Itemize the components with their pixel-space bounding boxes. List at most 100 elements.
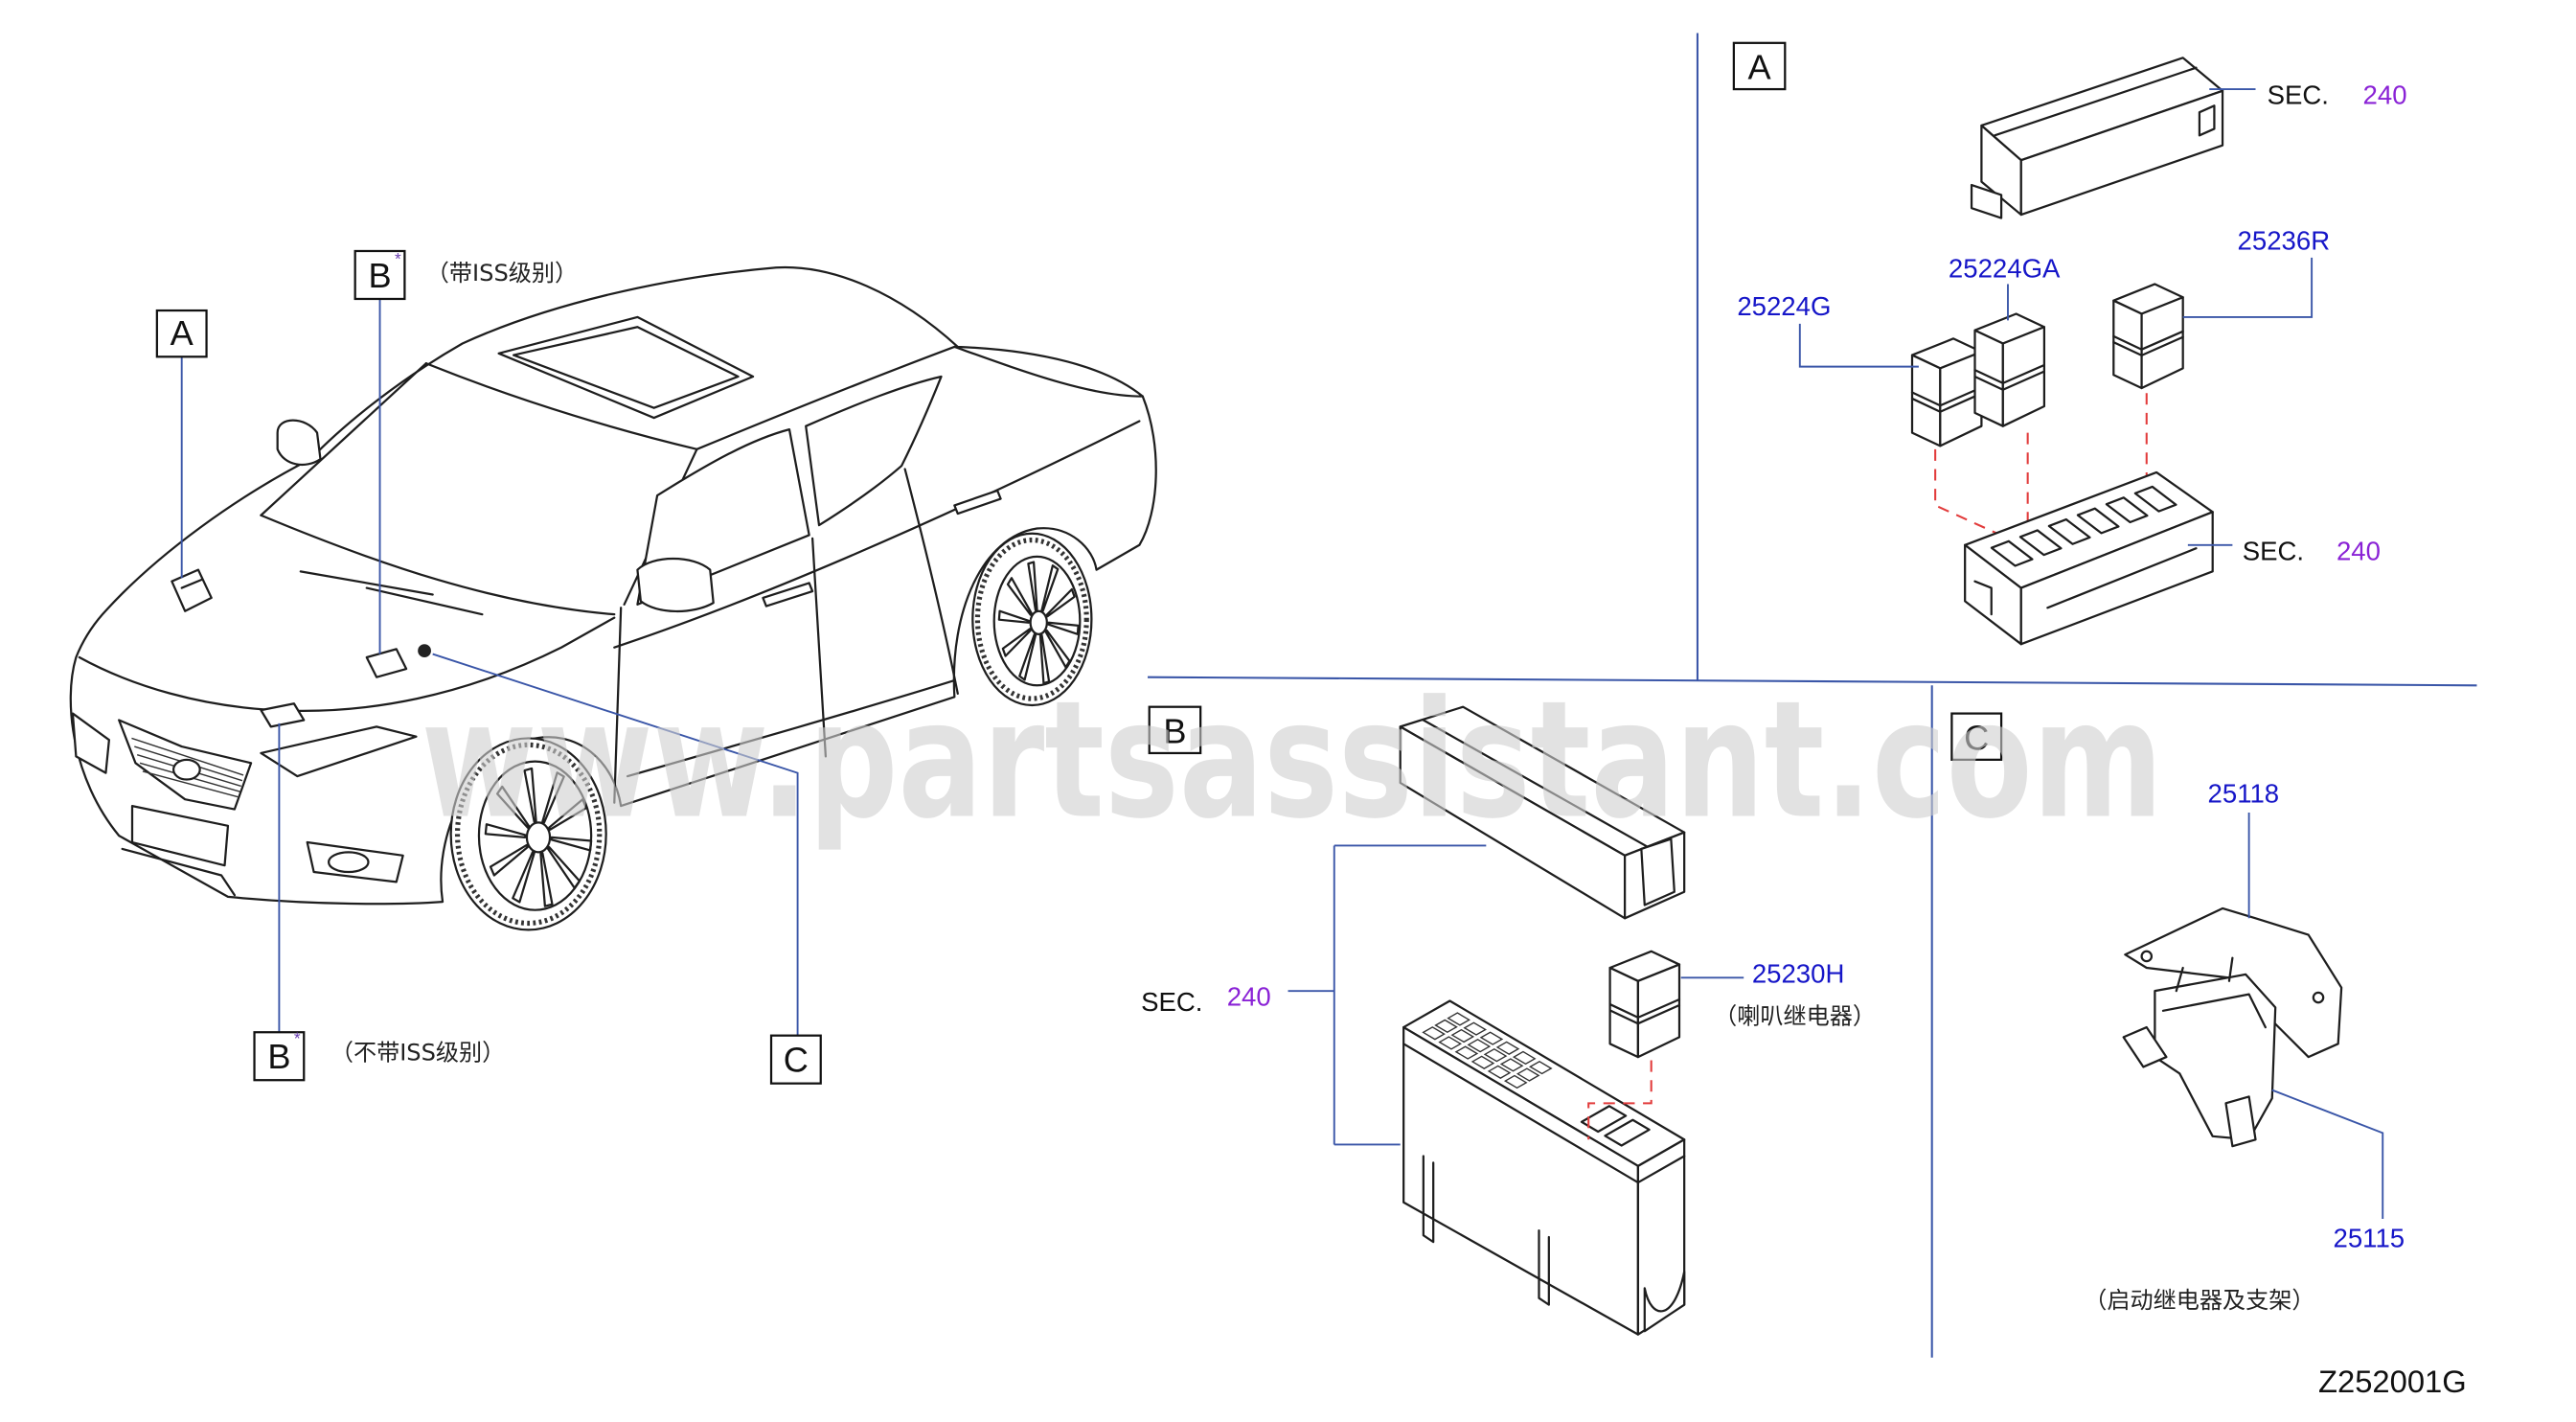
- cover-ridge: [1994, 66, 2198, 137]
- part-25224g: 25224G: [1737, 291, 1831, 321]
- horn-relay: [1608, 950, 1681, 1059]
- front-wheel-spoke: [512, 851, 536, 904]
- c-pillar-line: [953, 345, 1144, 398]
- bracket-hole-2: [2312, 991, 2325, 1004]
- front-wheel-spoke: [489, 843, 529, 877]
- rear-wheel-spoke: [997, 609, 1031, 624]
- relay-slot: [2047, 517, 2091, 545]
- cover-side-face: [2019, 89, 2224, 217]
- rear-door-edge: [903, 468, 959, 696]
- base-relay-slots: [1990, 485, 2177, 567]
- relay-slot: [2105, 496, 2149, 524]
- base-front-slot-2: [1538, 1228, 1550, 1306]
- part-25230h: 25230H: [1752, 959, 1845, 989]
- relay-body-seam: [2161, 993, 2267, 1029]
- rear-hub: [1029, 609, 1048, 635]
- fuse-box-cover: [1399, 705, 1686, 920]
- connector-cell: [1438, 1036, 1462, 1050]
- sunroof: [497, 315, 755, 420]
- windshield-left-pillar: [260, 362, 427, 516]
- diagram-code: Z252001G: [2318, 1364, 2467, 1399]
- license-plate: [130, 804, 230, 867]
- rear-door-window: [805, 375, 943, 527]
- connector-cell: [1495, 1041, 1520, 1055]
- front-wheel-spoke: [546, 845, 581, 889]
- watermark: www.partsassistant.com: [422, 665, 2163, 854]
- rear-tire-tread: [974, 538, 1089, 701]
- connector-cell: [1479, 1031, 1504, 1045]
- connector-cell: [1463, 1021, 1488, 1036]
- front-door-handle: [762, 582, 814, 608]
- rear-wheel-spoke: [1006, 577, 1033, 616]
- relay-25230h: [1608, 950, 1681, 1059]
- left-headlight: [71, 712, 110, 774]
- relay-25224ga-band-2: [1973, 370, 2046, 391]
- fuse-socket: [1580, 1105, 1628, 1134]
- callout-c-leader: [432, 653, 799, 1036]
- relay-left-stud: [2122, 1025, 2168, 1068]
- front-wheel: [449, 737, 607, 931]
- front-wheel-spoke: [484, 823, 527, 838]
- base-clip: [1973, 580, 1993, 616]
- part-25230h-note: （喇叭继电器）: [1714, 1003, 1876, 1030]
- right-headlight: [260, 725, 418, 778]
- cover-tab-left: [1970, 183, 2003, 219]
- callout-b-bottom-note: （不带ISS级别）: [331, 1040, 506, 1066]
- connector-cell: [1434, 1019, 1458, 1034]
- base-side-rib: [2046, 547, 2198, 609]
- front-door-edge: [613, 607, 623, 804]
- front-wheel-spoke: [539, 852, 554, 907]
- part-25236r: 25236R: [2238, 225, 2331, 255]
- front-wheel-spoke: [541, 771, 565, 824]
- relay-slot: [2133, 485, 2177, 513]
- rear-wheel-spoke: [1045, 587, 1076, 618]
- fuse-box-base: [1402, 999, 1686, 1336]
- relay-25236r-band-2: [2112, 335, 2184, 357]
- panel-a: A SEC. 240 25224G 25224GA 25236R: [1732, 41, 2407, 646]
- fuse-socket: [1604, 1118, 1651, 1147]
- leader-25224g: [1798, 323, 1919, 368]
- cover-clip: [1640, 837, 1676, 906]
- rear-door-handle: [953, 489, 1002, 516]
- rear-wheel-spoke: [1027, 561, 1038, 611]
- relay-slot: [1990, 539, 2034, 567]
- far-side-mirror: [276, 419, 322, 467]
- panel-b: B SEC. 240 25230H （喇叭继电器）: [1141, 705, 1876, 1336]
- sec-number: 240: [1227, 982, 1271, 1012]
- panel-a-box: [1732, 41, 1787, 91]
- sunroof-inner: [513, 326, 740, 409]
- connector-cell: [1512, 1050, 1537, 1066]
- panel-b-box: [1148, 705, 1202, 755]
- fuse-block-base: [1964, 470, 2214, 646]
- base-connector-cells: [1422, 1012, 1651, 1147]
- side-character-line: [613, 420, 1141, 649]
- panel-c-label: C: [1964, 719, 1989, 758]
- relay-slot: [2018, 529, 2063, 557]
- fog-light: [327, 851, 370, 874]
- relay-25230h-side: [1636, 963, 1681, 1059]
- relay-25224ga: [1973, 312, 2046, 427]
- panel-a-relays: [1910, 283, 2184, 447]
- rear-wheel-spoke: [1040, 564, 1060, 612]
- rear-wheel-spoke: [1001, 628, 1032, 657]
- relay-25224ga-band-1: [1973, 363, 2046, 384]
- sec-bottom-prefix: SEC.: [2243, 536, 2304, 565]
- relay-25236r-side: [2140, 296, 2184, 390]
- rear-wheel-spokes: [997, 561, 1080, 685]
- relay-25224g-band-2: [1910, 392, 1983, 413]
- wiper-left: [299, 570, 434, 596]
- roof-front-edge: [424, 362, 698, 450]
- starter-relay-and-bracket: [2122, 906, 2343, 1148]
- connector-cell: [1447, 1012, 1470, 1026]
- base-side-face: [2019, 511, 2214, 646]
- grille-bar: [142, 770, 239, 798]
- callout-b-bottom-box: [253, 1031, 306, 1082]
- roof-side-edge: [695, 345, 956, 450]
- target-c-starter-relay: [418, 644, 431, 657]
- sec-top-number: 240: [2363, 80, 2407, 110]
- callout-b-top-label: B: [368, 256, 391, 295]
- relay-slot: [2076, 507, 2120, 535]
- front-wheel-spoke: [550, 836, 593, 852]
- callout-a-box: [155, 309, 208, 358]
- relay-25224ga-side: [2001, 326, 2046, 427]
